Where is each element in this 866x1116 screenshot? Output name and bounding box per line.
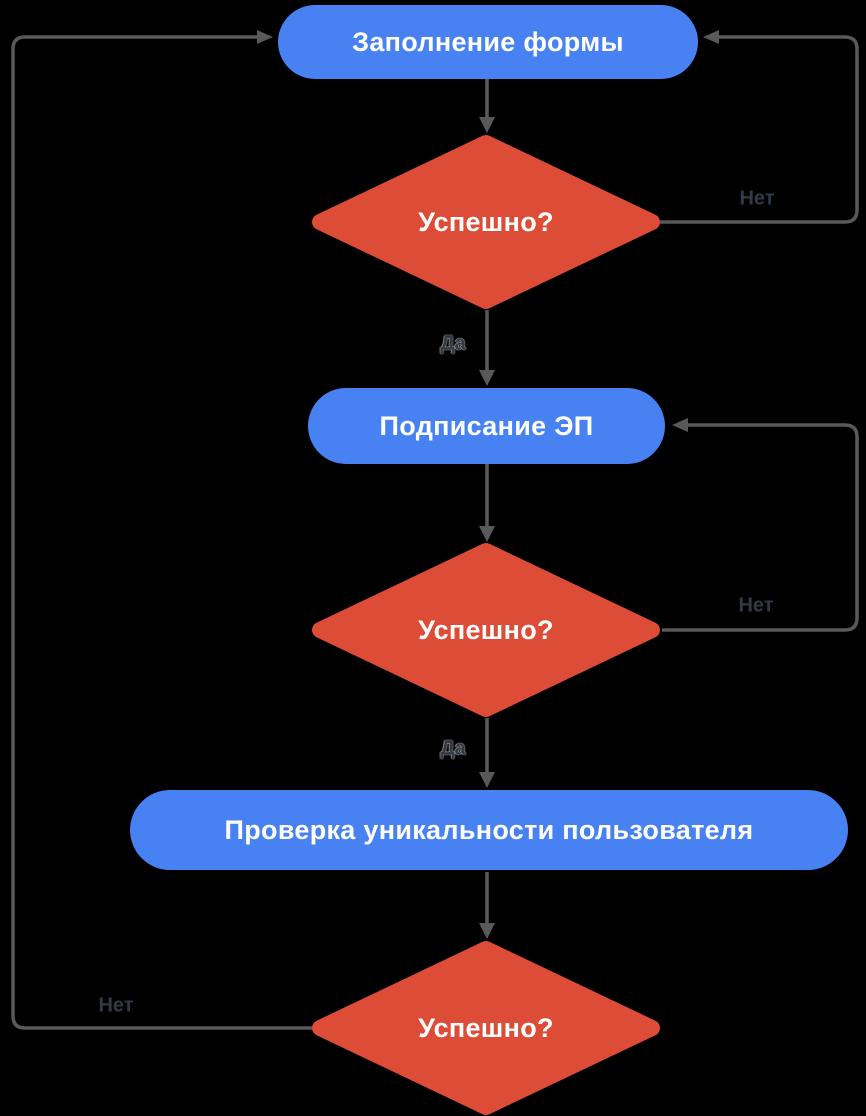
node-sign-ep-label: Подписание ЭП bbox=[379, 410, 594, 441]
edge-label-yes-2: Да bbox=[440, 737, 466, 760]
arrowhead-left-icon bbox=[672, 418, 688, 432]
node-check-uniqueness: Проверка уникальности пользователя bbox=[130, 790, 848, 870]
edge-decision2-no-loop bbox=[662, 423, 859, 632]
decision-diamond-uniqueness bbox=[312, 941, 660, 1115]
edge-decision3-no-loop bbox=[11, 35, 312, 1030]
arrowhead-left-icon bbox=[703, 30, 719, 44]
arrowhead-down-icon bbox=[479, 117, 495, 133]
decision-sign-label: Успешно? bbox=[418, 615, 554, 645]
edge-decision1-no-loop bbox=[660, 35, 859, 224]
decision-uniqueness-label: Успешно? bbox=[418, 1013, 554, 1043]
decision-form-label: Успешно? bbox=[418, 207, 554, 237]
decision-diamond-form bbox=[312, 135, 660, 309]
edge-label-no-2: Нет bbox=[738, 594, 774, 617]
arrowhead-down-icon bbox=[479, 526, 495, 542]
node-fill-form: Заполнение формы bbox=[278, 5, 698, 79]
edge-label-no-3: Нет bbox=[98, 994, 134, 1017]
arrowhead-down-icon bbox=[479, 370, 495, 386]
edge-label-yes-1: Да bbox=[440, 332, 466, 355]
node-check-uniqueness-label: Проверка уникальности пользователя bbox=[224, 814, 754, 845]
arrowhead-right-icon bbox=[257, 30, 273, 44]
edge-label-no-1: Нет bbox=[739, 187, 775, 210]
node-fill-form-label: Заполнение формы bbox=[352, 26, 624, 57]
arrowhead-down-icon bbox=[479, 772, 495, 788]
arrowhead-down-icon bbox=[479, 923, 495, 939]
node-sign-ep: Подписание ЭП bbox=[308, 388, 665, 464]
decision-diamond-sign bbox=[312, 543, 660, 717]
